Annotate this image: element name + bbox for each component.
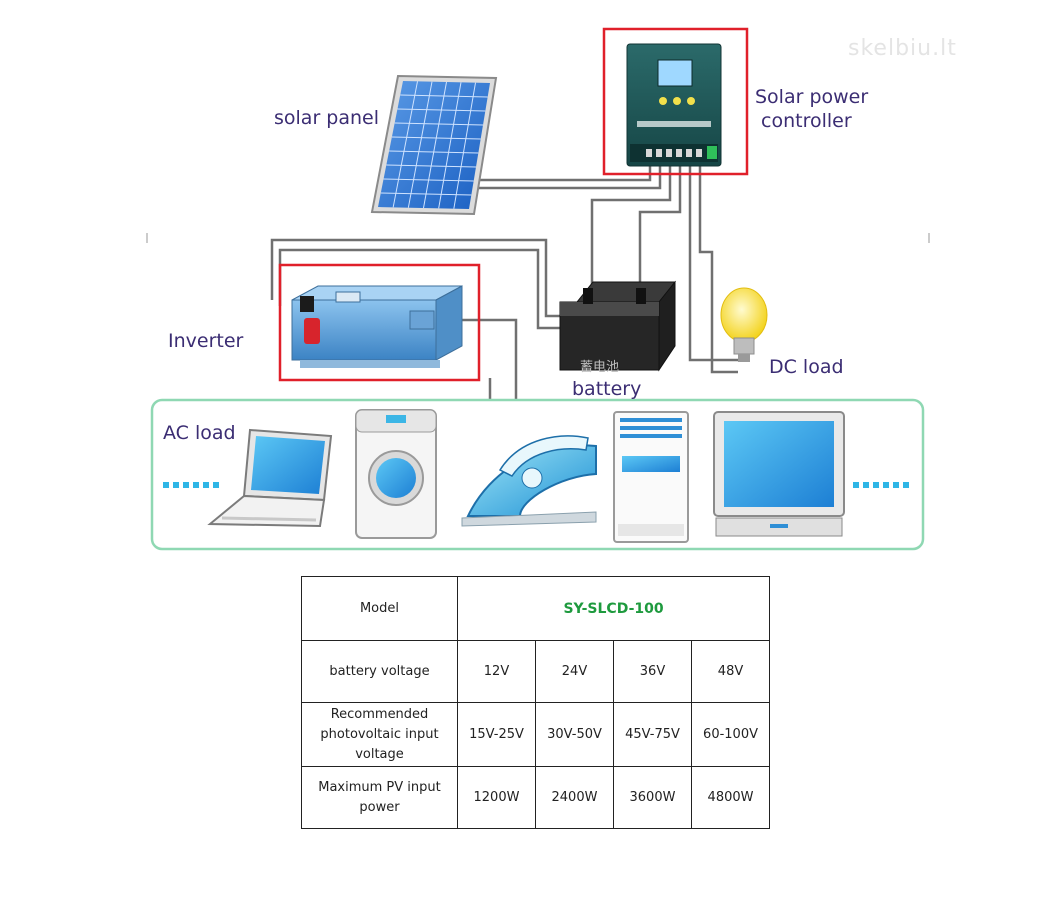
panel-grid-line xyxy=(386,164,477,168)
panel-grid-line xyxy=(389,150,479,154)
panel-grid-line xyxy=(392,81,418,208)
panel-grid-line xyxy=(400,94,488,98)
model-label-cell: Model xyxy=(301,576,458,641)
panel-grid-line xyxy=(438,82,462,209)
wire-controller-battery-2 xyxy=(638,160,682,292)
controller-label-line1: Solar power xyxy=(755,86,869,108)
controller-graphic xyxy=(626,43,722,167)
solar-panel-label: solar panel xyxy=(274,107,380,129)
watermark: skelbiu.lt xyxy=(848,36,957,61)
panel-grid-line xyxy=(423,81,447,209)
laptop-graphic xyxy=(207,428,333,528)
inverter-highlight-box xyxy=(278,263,481,382)
wire-inverter-acload-1 xyxy=(440,318,518,400)
value-cell: 60-100V xyxy=(690,702,771,767)
controller-label-line2: controller xyxy=(761,110,852,132)
monitor-graphic xyxy=(713,411,845,537)
panel-grid-line xyxy=(383,178,474,182)
value-cell: 4800W xyxy=(690,766,771,829)
panel-grid-line xyxy=(391,136,481,140)
value-cell: 36V xyxy=(613,640,692,703)
model-value-cell: SY-SLCD-100 xyxy=(456,576,771,641)
ac-load-label: AC load xyxy=(163,422,236,444)
table-row-model: Model SY-SLCD-100 xyxy=(301,576,771,641)
ac-load-box xyxy=(150,398,925,551)
dc-load-label: DC load xyxy=(769,356,844,378)
value-cell: 2400W xyxy=(535,766,614,829)
panel-grid-line xyxy=(394,122,484,126)
ac-load-dots xyxy=(163,482,909,488)
solar-panel-graphic xyxy=(370,74,498,216)
inverter-label: Inverter xyxy=(168,330,244,352)
value-cell: 15V-25V xyxy=(457,702,536,767)
wire-inverter-battery-1 xyxy=(270,238,575,318)
value-cell: 24V xyxy=(535,640,614,703)
inverter-graphic xyxy=(291,285,463,368)
wire-controller-dcload-1 xyxy=(688,160,738,362)
spec-table: Model SY-SLCD-100 battery voltage 12V 24… xyxy=(301,576,771,829)
iron-graphic xyxy=(461,435,597,527)
value-cell: 30V-50V xyxy=(535,702,614,767)
value-cell: 48V xyxy=(690,640,771,703)
wires xyxy=(270,160,738,400)
controller-highlight-box xyxy=(602,27,749,176)
air-conditioner-graphic xyxy=(613,411,689,543)
panel-grid-line xyxy=(397,108,486,112)
table-row: Maximum PV input power 1200W 2400W 3600W… xyxy=(301,766,771,829)
row-label-cell: Maximum PV input power xyxy=(301,766,458,829)
row-label-cell: Recommended photovoltaic input voltage xyxy=(301,702,458,767)
value-cell: 1200W xyxy=(457,766,536,829)
table-row: Recommended photovoltaic input voltage 1… xyxy=(301,702,771,767)
panel-grid-line xyxy=(407,81,433,208)
panel-grid-line xyxy=(380,192,472,196)
value-cell: 45V-75V xyxy=(613,702,692,767)
value-cell: 12V xyxy=(457,640,536,703)
value-cell: 3600W xyxy=(613,766,692,829)
wire-panel-controller-1 xyxy=(478,160,652,182)
battery-chinese-label: 蓄电池 xyxy=(580,360,620,375)
washing-machine-graphic xyxy=(355,409,437,539)
row-label-cell: battery voltage xyxy=(301,640,458,703)
battery-label: battery xyxy=(572,378,642,400)
dc-load-bulb-graphic xyxy=(720,287,768,362)
battery-graphic xyxy=(559,280,677,372)
wire-panel-controller-2 xyxy=(478,160,662,190)
wire-controller-battery-1 xyxy=(590,160,672,292)
wire-controller-dcload-2 xyxy=(698,160,738,374)
table-row: battery voltage 12V 24V 36V 48V xyxy=(301,640,771,703)
panel-grid-line xyxy=(453,82,476,209)
